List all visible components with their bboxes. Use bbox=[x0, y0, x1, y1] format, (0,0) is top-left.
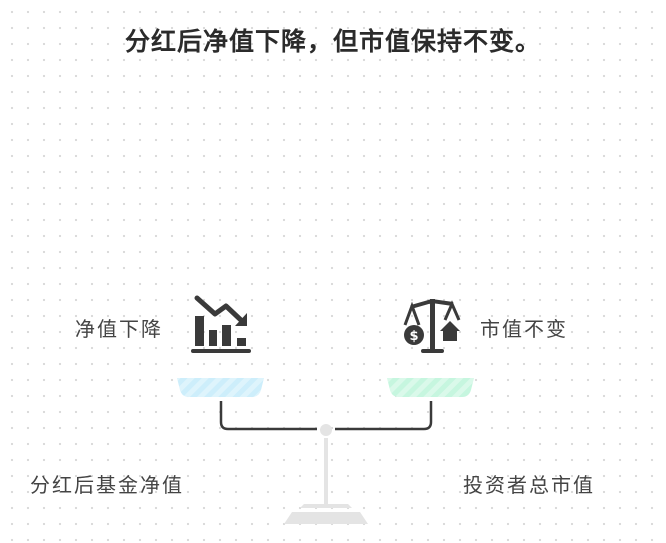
chart-down-icon bbox=[191, 295, 251, 353]
svg-text:$: $ bbox=[409, 329, 418, 344]
pivot bbox=[320, 424, 332, 436]
right-beam bbox=[335, 401, 433, 431]
left-label: 净值下降 bbox=[75, 317, 163, 341]
right-label: 市值不变 bbox=[480, 317, 568, 341]
post bbox=[324, 438, 328, 504]
left-bottom-label: 分红后基金净值 bbox=[30, 473, 184, 497]
left-beam bbox=[219, 401, 317, 431]
right-bottom-label: 投资者总市值 bbox=[463, 473, 595, 497]
scale-money-house-icon: $ bbox=[403, 298, 461, 353]
base bbox=[284, 512, 368, 524]
page-title: 分红后净值下降，但市值保持不变。 bbox=[124, 27, 541, 56]
